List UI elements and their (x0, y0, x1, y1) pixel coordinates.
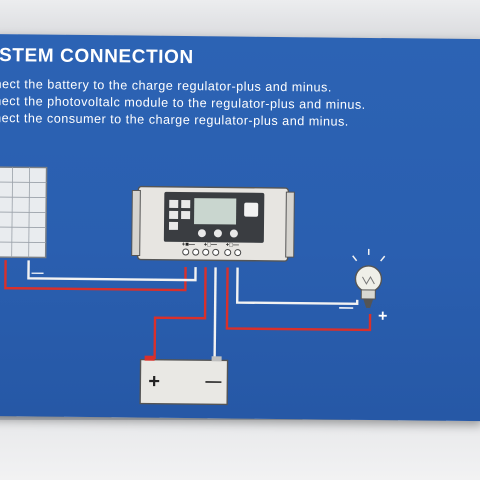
solar-panel-icon (0, 166, 48, 259)
light-bulb-icon (352, 248, 386, 308)
wiring-diagram: + — (0, 166, 388, 406)
load-negative-wire (235, 267, 359, 306)
port-label-pv: +■— (182, 242, 195, 248)
charge-regulator-icon: +■— +□— +□— (131, 185, 295, 262)
usb-port-icon (244, 202, 259, 217)
load-plus-sign: + (378, 308, 388, 325)
panel-negative-wire (27, 260, 197, 282)
battery-minus-sign: — (205, 373, 221, 390)
battery-plus-sign: + (148, 371, 160, 393)
battery-icon (139, 355, 229, 406)
product-box: YSTEM CONNECTION onnect the battery to t… (0, 34, 480, 422)
panel-minus-sign: — (31, 265, 43, 279)
load-minus-sign: — (339, 299, 353, 315)
battery-negative-wire (213, 267, 217, 361)
load-positive-wire (225, 267, 372, 332)
background-floor (0, 420, 480, 480)
regulator-lcd (194, 198, 237, 225)
regulator-button (213, 229, 222, 238)
battery-positive-wire (153, 267, 207, 360)
section-heading: YSTEM CONNECTION (0, 44, 194, 69)
panel-positive-wire (4, 260, 187, 292)
port-label-load: +□— (226, 242, 239, 248)
regulator-button (197, 229, 206, 238)
port-label-battery: +□— (204, 242, 217, 248)
regulator-button (229, 229, 238, 238)
